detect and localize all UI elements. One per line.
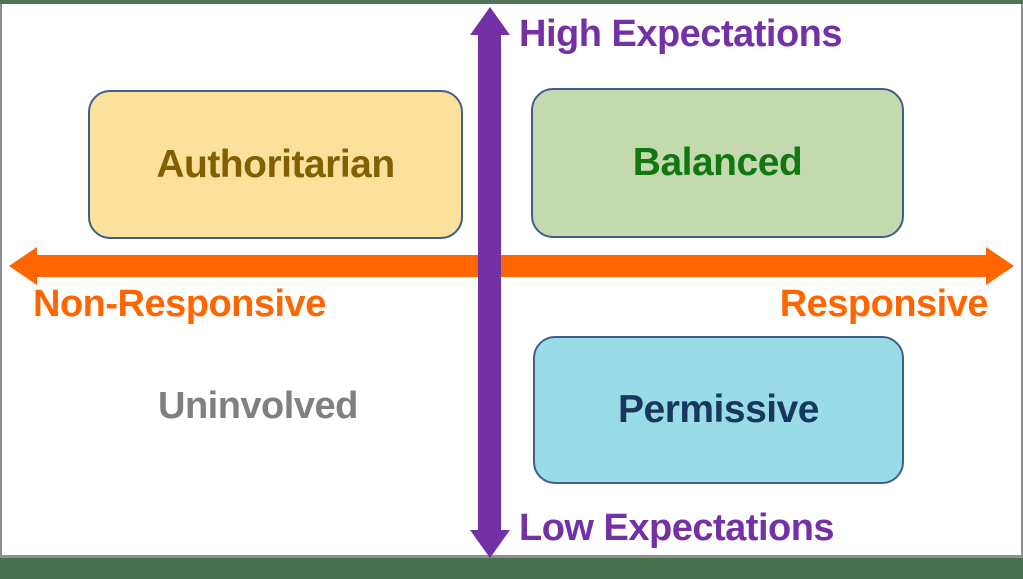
arrowhead-left-icon xyxy=(9,247,37,285)
quadrant-label-balanced: Balanced xyxy=(632,141,803,184)
arrowhead-down-icon xyxy=(470,530,510,558)
arrowhead-right-icon xyxy=(986,247,1014,285)
label-responsive: Responsive xyxy=(779,283,989,325)
frame-top-bar xyxy=(0,0,1023,4)
frame-right-border xyxy=(1021,4,1023,555)
quadrant-box-authoritarian: Authoritarian xyxy=(88,90,463,239)
vertical-axis-shaft xyxy=(478,28,501,532)
horizontal-axis-shaft xyxy=(36,255,987,277)
quadrant-label-uninvolved: Uninvolved xyxy=(158,385,358,427)
quadrant-box-permissive: Permissive xyxy=(533,336,904,484)
quadrant-box-balanced: Balanced xyxy=(531,88,904,238)
label-high-expectations: High Expectations xyxy=(519,13,843,55)
arrowhead-up-icon xyxy=(470,7,510,35)
label-low-expectations: Low Expectations xyxy=(519,507,835,549)
label-non-responsive: Non-Responsive xyxy=(33,283,326,325)
frame-left-border xyxy=(0,4,2,555)
quadrant-label-permissive: Permissive xyxy=(618,388,820,431)
frame-bottom-gray-line xyxy=(0,555,1023,558)
frame-bottom-bar xyxy=(0,558,1023,579)
quadrant-label-authoritarian: Authoritarian xyxy=(156,142,395,186)
